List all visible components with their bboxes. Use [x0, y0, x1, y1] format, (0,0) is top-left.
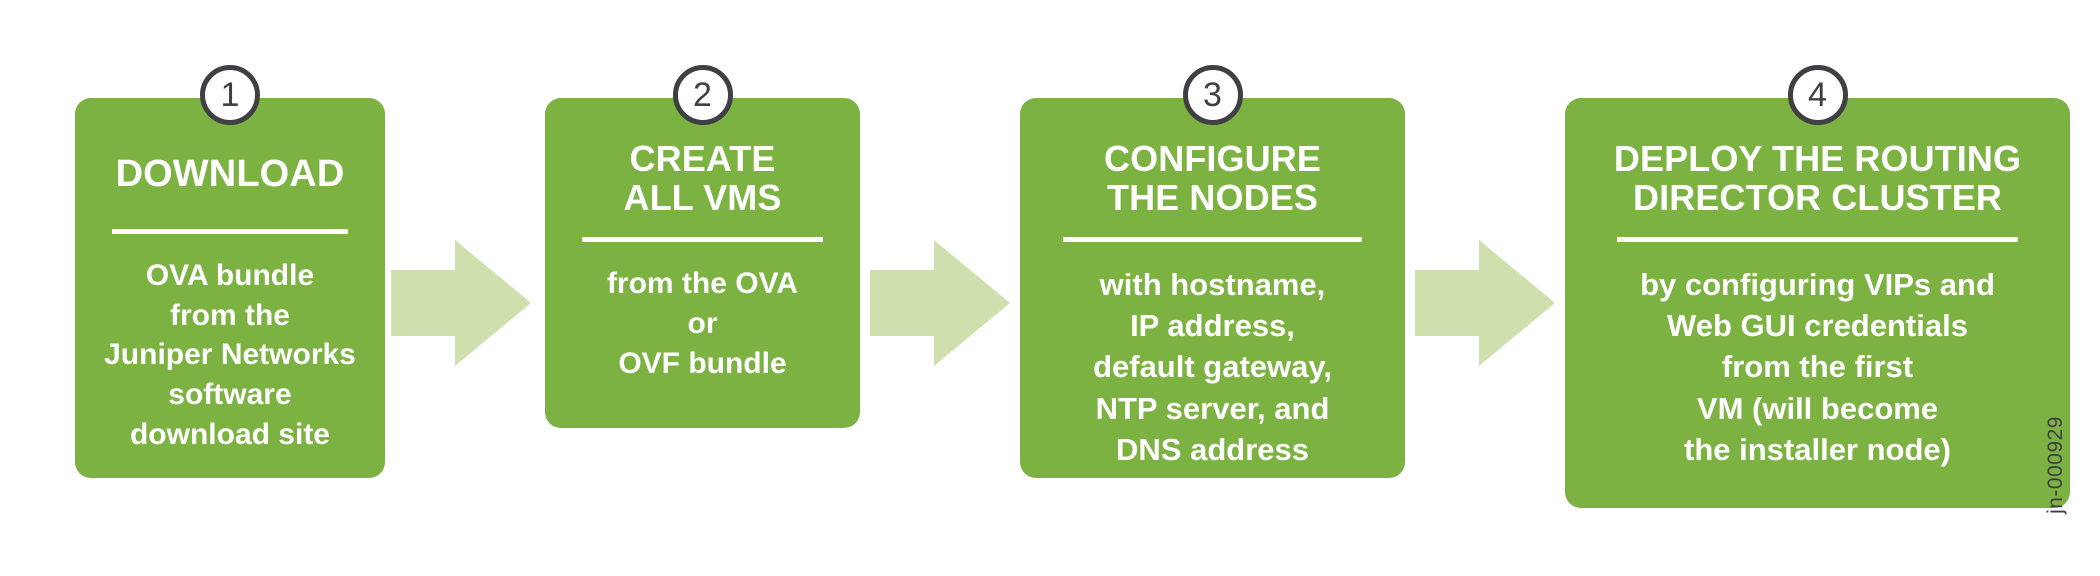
step-body-4: by configuring VIPs and Web GUI credenti…: [1640, 267, 1995, 467]
right-block-arrow-icon-2: [870, 240, 1010, 366]
step-number-3: 3: [1203, 76, 1222, 114]
step-number-badge-4: 4: [1787, 65, 1848, 125]
flow-row: 1 DOWNLOAD OVA bundle from the Juniper N…: [75, 65, 2070, 510]
step-title-2: CREATE ALL VMS: [623, 138, 782, 218]
step-divider-2: [581, 237, 824, 243]
figure-id-watermark: jn-000929: [2044, 416, 2067, 514]
step-card-2[interactable]: 2 CREATE ALL VMS from the OVA or OVF bun…: [545, 65, 860, 428]
step-title-4: DEPLOY THE ROUTING DIRECTOR CLUSTER: [1613, 138, 2022, 218]
step-number-1: 1: [220, 76, 240, 114]
step-divider-3: [1062, 237, 1363, 243]
step-number-badge-3: 3: [1182, 65, 1243, 125]
step-body-3: with hostname, IP address, default gatew…: [1093, 267, 1332, 467]
step-number-badge-1: 1: [200, 65, 260, 125]
step-number-4: 4: [1808, 76, 1827, 114]
step-card-4[interactable]: 4 DEPLOY THE ROUTING DIRECTOR CLUSTER by…: [1565, 65, 2070, 508]
step-divider-1: [111, 228, 349, 234]
step-title-3: CONFIGURE THE NODES: [1104, 138, 1321, 218]
step-divider-4: [1617, 237, 2018, 243]
right-block-arrow-icon-3: [1415, 240, 1555, 366]
step-body-2: from the OVA or OVF bundle: [606, 267, 799, 380]
step-card-1[interactable]: 1 DOWNLOAD OVA bundle from the Juniper N…: [75, 65, 385, 478]
right-block-arrow-icon-1: [391, 240, 531, 366]
step-number-2: 2: [693, 76, 712, 114]
step-number-badge-2: 2: [672, 65, 733, 125]
step-card-3[interactable]: 3 CONFIGURE THE NODES with hostname, IP …: [1020, 65, 1405, 478]
step-title-1: DOWNLOAD: [115, 153, 345, 195]
step-body-1: OVA bundle from the Juniper Networks sof…: [104, 258, 356, 452]
